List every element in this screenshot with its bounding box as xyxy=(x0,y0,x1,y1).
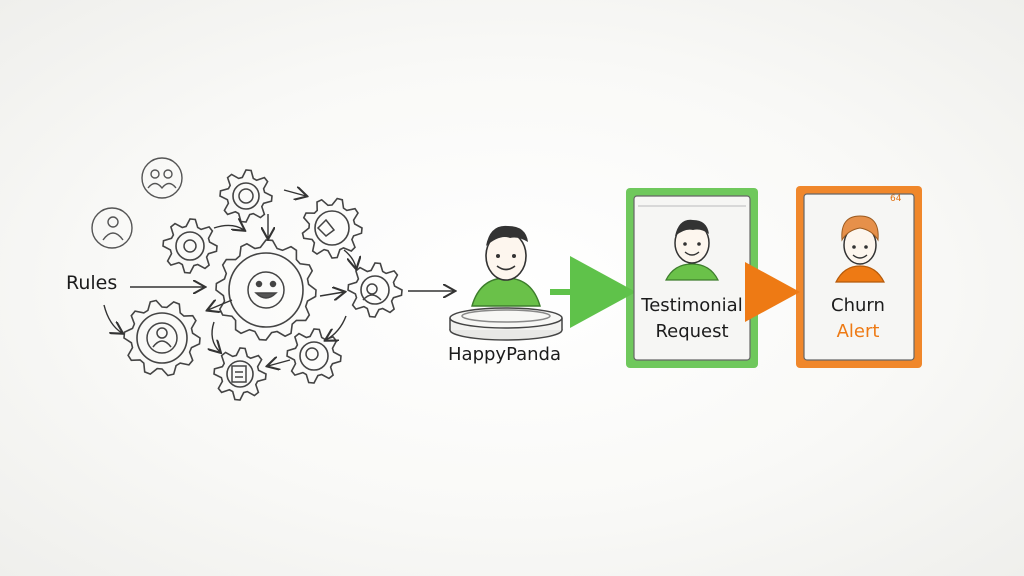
gear-hub xyxy=(360,275,390,305)
gear-icon xyxy=(215,239,317,341)
building-icon xyxy=(231,365,247,383)
face-icon xyxy=(247,271,285,309)
churn-line2: Alert xyxy=(836,321,880,342)
happypanda-label: HappyPanda xyxy=(448,344,562,365)
user-icon xyxy=(91,207,133,249)
testimonial-line2: Request xyxy=(655,321,729,342)
gear-hub xyxy=(175,231,205,261)
churn-line1: Churn xyxy=(831,295,885,316)
gear-hub xyxy=(314,210,350,246)
gear-hub xyxy=(232,182,260,210)
testimonial-card-text: Testimonial Request xyxy=(632,293,752,345)
gear-icon xyxy=(183,188,336,361)
gear-hub xyxy=(136,312,188,364)
churn-badge: 64 xyxy=(890,194,902,204)
pedestal-icon xyxy=(449,307,563,341)
gear-icon xyxy=(301,197,363,259)
user-icon xyxy=(146,322,178,354)
churn-card-text: Churn Alert xyxy=(806,293,910,345)
churn-alert-card xyxy=(796,186,922,368)
gear-icon xyxy=(123,299,201,377)
users-icon xyxy=(362,283,382,301)
gear-icon xyxy=(347,262,403,318)
gear-hub xyxy=(299,341,329,371)
rules-label: Rules xyxy=(66,272,118,294)
user-icon xyxy=(471,225,541,307)
gear-hub xyxy=(226,360,254,388)
gear-icon xyxy=(162,218,218,274)
testimonial-card xyxy=(626,188,758,368)
gear-hub xyxy=(228,252,304,328)
gear-icon xyxy=(219,169,273,223)
gear-icon xyxy=(286,328,342,384)
testimonial-line1: Testimonial xyxy=(641,295,743,316)
gear-icon xyxy=(213,347,267,401)
users-icon xyxy=(141,157,183,199)
